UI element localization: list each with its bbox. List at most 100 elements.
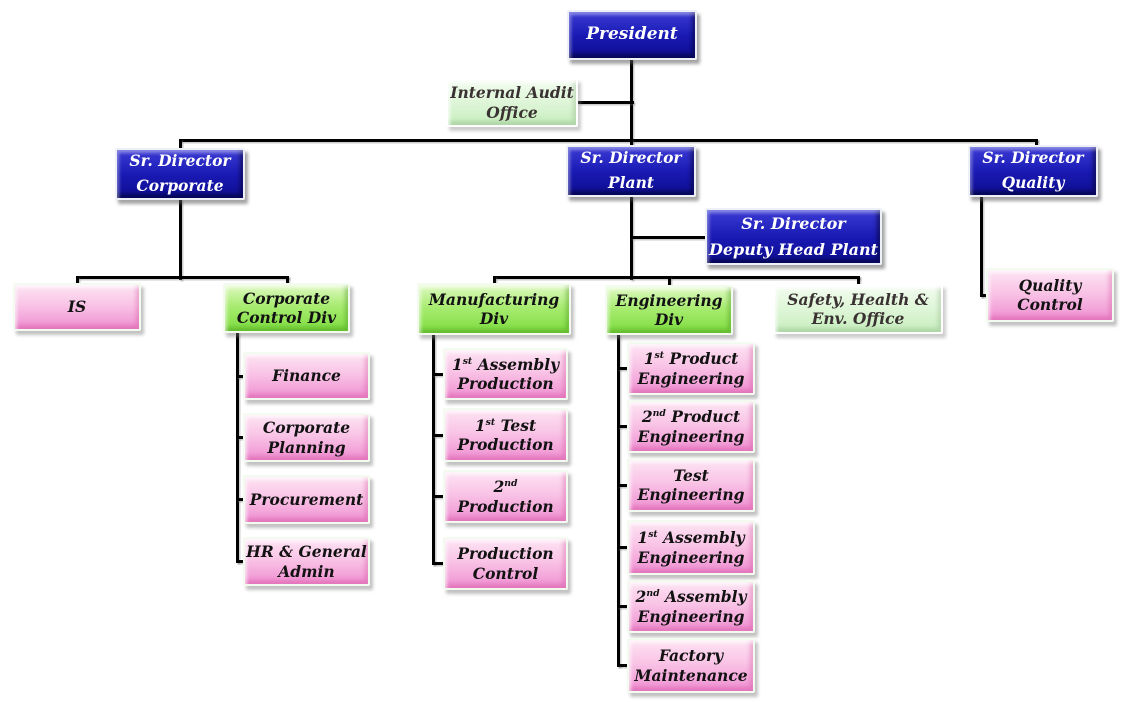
org-box-label: Safety, Health & [787,290,929,309]
org-box-label: Sr. Director [982,146,1083,171]
org-box-label: President [586,21,678,48]
org-box-label-segment: Plant [607,173,654,192]
org-box-label: Manufacturing [429,290,559,309]
org-box-label: 1st Assembly [452,355,559,374]
org-box-label-segment: 1 [637,528,649,548]
org-box-label: Quality [1002,171,1065,196]
org-box-label-segment: Admin [278,561,335,581]
org-box-label-segment: st [462,355,473,367]
org-box-label-segment: Planning [267,437,346,457]
org-box-label: Engineering [638,369,745,388]
org-box-label-segment: IS [67,297,87,317]
org-box-label-segment: 2 [493,477,505,497]
org-box-label-segment: Deputy Head Plant [708,239,879,259]
org-box-label-segment: President [586,24,678,45]
org-box-label: Div [480,309,508,328]
org-box-label-segment: Internal Audit [450,83,574,103]
org-box-label: Engineering [638,548,745,567]
org-box-label: 1st Product [644,349,739,368]
connector-line [431,333,435,565]
org-box-label-segment: Test [495,415,537,435]
connector-line [616,424,632,428]
connector-line [431,561,448,565]
connector-line [667,275,671,288]
connector-line [235,559,248,563]
org-box-label-segment: Corporate [262,418,351,438]
connector-line [616,483,632,487]
org-box-label: Planning [267,438,345,457]
org-box-label-segment: Corporate [136,176,224,195]
org-box-label-segment: Production [457,496,554,516]
org-box-label-segment: nd [646,587,660,599]
org-box-label-segment: Test [673,465,709,485]
connector-line [178,138,182,152]
connector-line [75,275,289,279]
org-box-label: Corporate [263,418,350,437]
org-box-label-segment: Product [664,349,739,369]
org-box-label: Control [1017,295,1083,314]
connector-line [235,331,239,563]
org-box-label: Procurement [250,490,364,509]
org-box-procurement: Procurement [243,475,370,524]
org-box-label: IS [68,297,86,316]
connector-line [492,275,860,279]
org-box-label: Plant [608,171,654,196]
org-box-label-segment: Engineering [637,485,745,504]
org-box-label: Engineering [638,485,745,504]
org-box-label-segment: Engineering [637,368,745,388]
org-box-label: Control [473,564,539,583]
org-box-label-segment: Control [1017,295,1083,314]
org-box-label-segment: Production [457,374,554,393]
org-box-label-segment: 1 [643,349,655,369]
connector-line [629,138,633,148]
org-box-label: Production [457,544,553,563]
org-box-label-segment: Engineering [637,606,745,626]
connector-line [431,372,448,376]
org-box-label-segment: nd [504,477,518,489]
org-box-label: Production [457,497,553,516]
org-box-label-segment: Engineering [637,426,745,446]
org-box-label: 2nd Product [642,407,740,426]
org-box-label: HR & General [246,542,367,561]
org-box-label: Finance [272,366,341,385]
org-box-label: Office [486,103,538,122]
org-box-label-segment: Sr. Director [580,148,682,168]
connector-line [178,198,182,280]
org-box-label: Sr. Director [580,146,681,171]
org-box-label: Div [655,310,683,329]
org-box-label: Quality [1019,276,1082,295]
org-box-label-segment: Factory [658,646,724,666]
connector-line [616,333,620,667]
connector-line [616,604,632,608]
connector-line [431,494,448,498]
org-box-label-segment: Production [457,435,554,454]
org-box-label-segment: Maintenance [634,665,748,685]
connector-line [616,545,632,549]
org-box-label: Internal Audit [450,83,574,102]
org-box-label-segment: Sr. Director [741,213,846,233]
org-box-label-segment: Safety, Health & [787,289,929,309]
org-box-label-segment: Sr. Director [982,148,1084,168]
connector-line [235,374,248,378]
connector-line [979,196,983,297]
org-box-label-segment: Quality [1018,275,1082,295]
org-box-label-segment: Assembly [472,354,560,374]
org-box-label: Env. Office [812,309,905,328]
connector-line [629,235,708,239]
org-box-label-segment: nd [652,407,666,419]
org-box-label: Deputy Head Plant [709,237,878,263]
org-box-label: Factory [659,646,723,665]
org-box-label-segment: HR & General [246,542,367,562]
connector-line [235,497,248,501]
